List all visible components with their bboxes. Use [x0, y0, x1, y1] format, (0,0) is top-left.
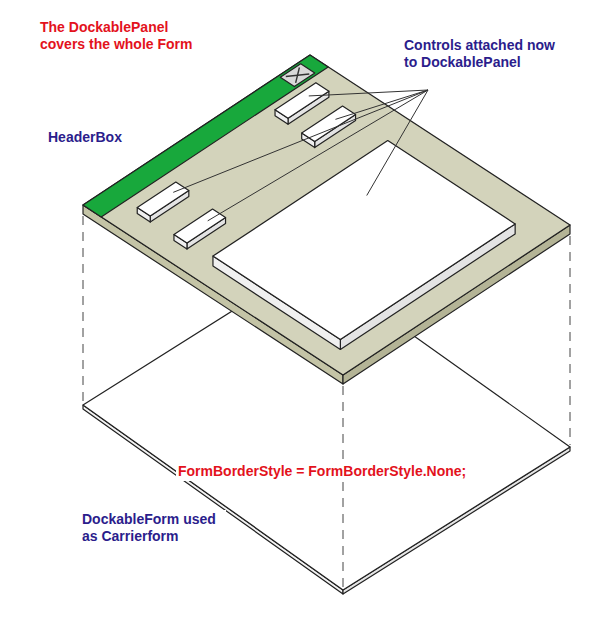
close-button: [280, 64, 314, 87]
control-box: [137, 182, 189, 216]
dockable-panel: [83, 55, 570, 375]
leader-line: [367, 90, 428, 196]
leader-line: [309, 90, 428, 96]
leader-line: [335, 90, 428, 119]
guide-line: [343, 386, 344, 588]
close-cross: [296, 67, 300, 82]
annotation-label: DockableForm used as Carrierform: [80, 510, 226, 546]
leader-line: [173, 90, 428, 192]
annotation-label: HeaderBox: [46, 128, 124, 147]
guide-line: [83, 216, 84, 403]
control-box: [275, 83, 329, 119]
annotation-label: FormBorderStyle = FormBorderStyle.None;: [176, 462, 468, 481]
annotation-label: The DockablePanel covers the whole Form: [38, 18, 210, 54]
annotation-label: Controls attached now to DockablePanel: [402, 36, 562, 72]
guide-line: [570, 236, 571, 445]
control-box: [302, 106, 356, 142]
large-control: [213, 141, 515, 340]
control-box: [174, 209, 226, 243]
leader-line: [208, 90, 428, 221]
